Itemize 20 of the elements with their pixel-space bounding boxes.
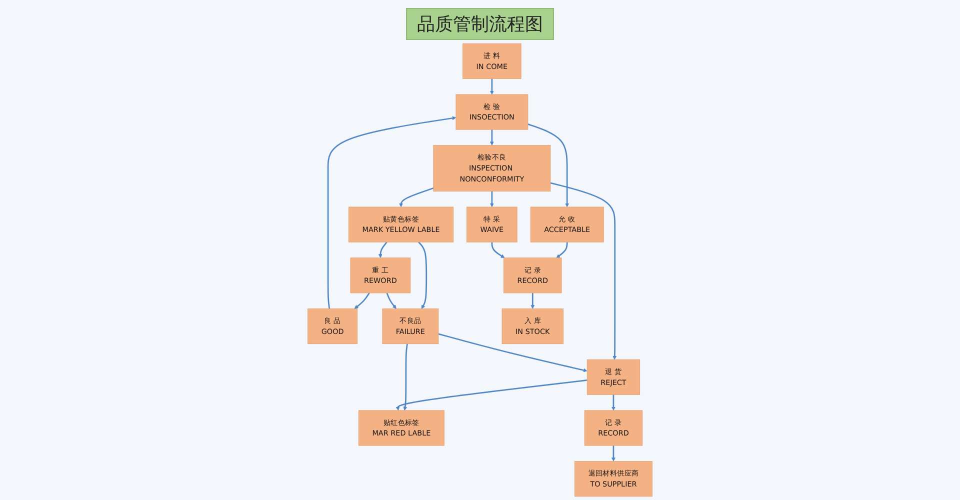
arrow bbox=[490, 78, 494, 95]
arrow bbox=[490, 130, 494, 146]
arrow bbox=[438, 333, 588, 372]
arrow bbox=[403, 344, 408, 411]
arrow bbox=[491, 242, 505, 258]
arrow bbox=[556, 242, 568, 258]
arrow bbox=[612, 446, 616, 462]
arrow bbox=[550, 182, 617, 360]
arrow bbox=[396, 380, 588, 411]
arrow bbox=[528, 124, 570, 208]
arrow bbox=[378, 242, 388, 258]
arrow bbox=[490, 191, 494, 208]
arrow bbox=[530, 292, 535, 309]
arrow bbox=[418, 242, 428, 309]
arrow bbox=[327, 116, 456, 309]
arrow bbox=[612, 394, 616, 411]
arrow bbox=[386, 292, 396, 309]
arrow bbox=[354, 292, 370, 309]
diagram-title: 品质管制流程图 bbox=[406, 8, 554, 40]
arrow bbox=[399, 187, 434, 208]
